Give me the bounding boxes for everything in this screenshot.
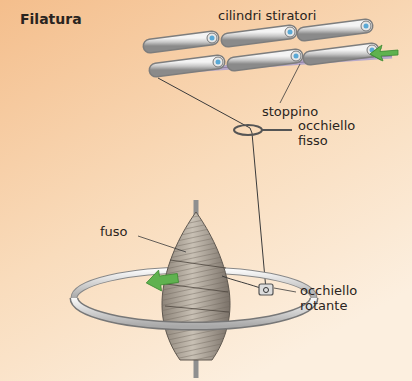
part-label: cilindri stiratori (218, 8, 368, 23)
part-label: occhiello fisso (298, 118, 378, 148)
rotating-eye (259, 284, 273, 295)
part-label: fuso (100, 224, 160, 239)
part-label: occhiello rotante (300, 283, 380, 313)
leader-lines (138, 64, 300, 292)
feed-arrow-head (370, 45, 398, 61)
fixed-eye (234, 125, 292, 135)
spindle-cop (162, 212, 230, 360)
diagram-title: Filatura (20, 12, 82, 27)
rotation-arrow (145, 268, 180, 293)
ring-front-face (74, 298, 314, 326)
ring-front (74, 298, 314, 326)
part-label: stoppino (262, 104, 352, 119)
drafting-rollers (150, 21, 377, 70)
